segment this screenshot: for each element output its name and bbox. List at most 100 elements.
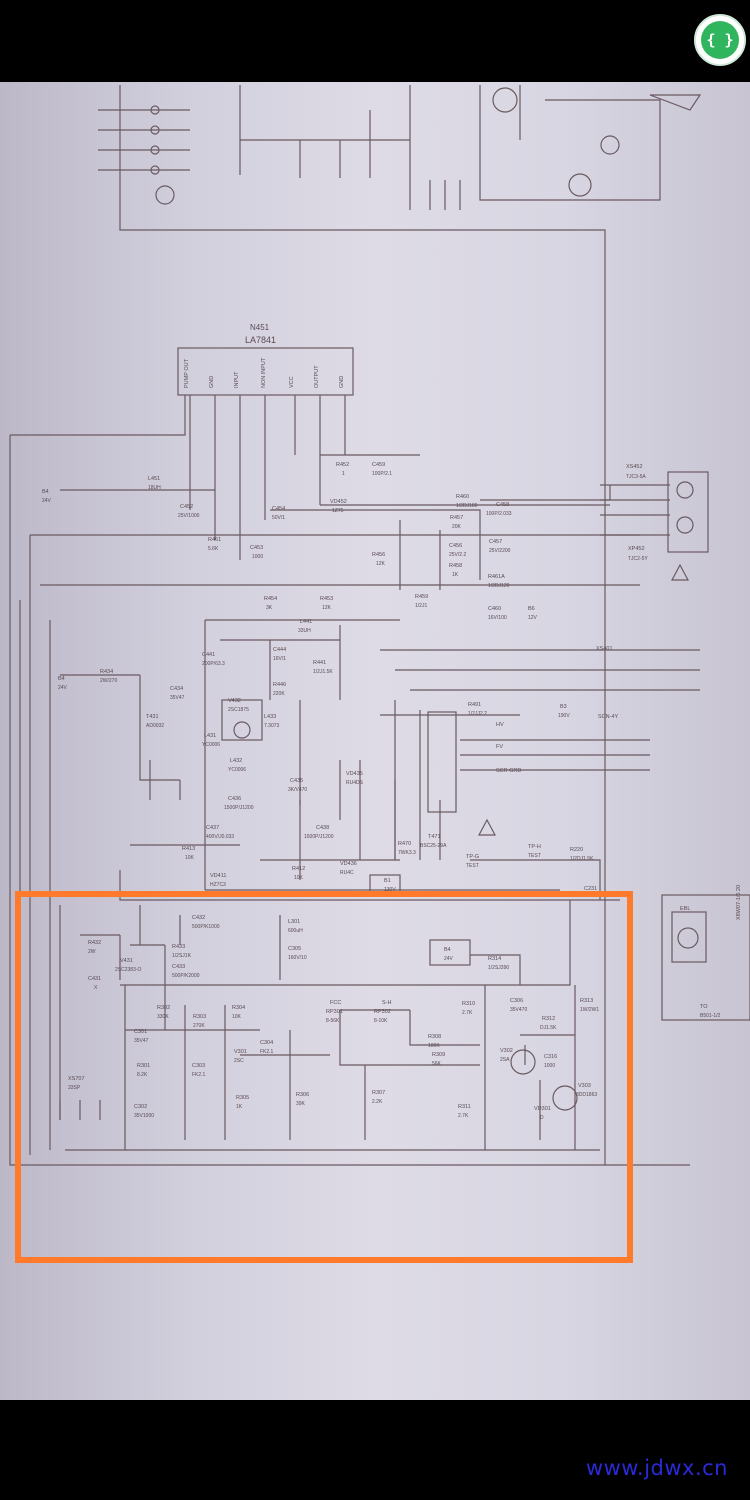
component-label: 50V/1 (272, 515, 285, 521)
component-label: V431 (120, 958, 133, 964)
component-label: R460 (456, 494, 469, 500)
component-label: 20K (452, 524, 462, 530)
component-labels: B424VR4521C459100P/2.1L45118UHC45225V/10… (42, 462, 742, 1121)
component-label: 1/2DJ1.5K (570, 856, 594, 862)
component-label: 1/2J1 (415, 603, 427, 609)
component-label: R304 (232, 1005, 245, 1011)
component-label: R314 (488, 956, 501, 962)
component-label: B4 (444, 947, 451, 953)
component-label: C453 (250, 545, 263, 551)
component-label: L431 (204, 733, 216, 739)
component-label: 3K (266, 605, 273, 611)
component-label: TEST (466, 863, 479, 869)
component-label: 2W (88, 949, 96, 955)
component-label: V432 (228, 698, 241, 704)
component-label: DJ1.5K (540, 1025, 557, 1031)
component-label: 2SC2383-O (115, 967, 142, 973)
component-label: 400V/J0.033 (206, 834, 234, 840)
component-label: 500P/K1000 (192, 924, 220, 930)
component-label: 1W/2W1 (580, 1007, 599, 1013)
component-label: HZ7C3 (210, 882, 226, 888)
warning-triangles (478, 563, 689, 836)
component-label: AD0032 (146, 723, 164, 729)
component-label: 2.2K (372, 1099, 383, 1105)
component-label: B4 (42, 489, 49, 495)
component-label: R305 (236, 1095, 249, 1101)
component-label: C304 (260, 1040, 273, 1046)
component-label: RU4C (340, 870, 354, 876)
component-label: 25V/1000 (178, 513, 200, 519)
component-label: 330K (157, 1014, 169, 1020)
ic-pin-label: NON INPUT (261, 357, 267, 388)
component-label: C444 (273, 647, 286, 653)
component-label: 24V (42, 498, 52, 504)
component-label: HV (496, 722, 504, 728)
component-label: FCC (330, 1000, 341, 1006)
component-label: V301 (234, 1049, 247, 1055)
component-label: C432 (192, 915, 205, 921)
component-label: 35V47 (170, 695, 185, 701)
component-label: R413 (182, 846, 195, 852)
component-label: 12K (322, 605, 332, 611)
component-label: S-H (382, 1000, 392, 1006)
component-label: 2.7K (458, 1113, 469, 1119)
component-label: XS452 (626, 464, 643, 470)
component-label: C459 (372, 462, 385, 468)
ic-pin-label: PUMP OUT (184, 358, 190, 388)
component-label: 1Z75 (332, 508, 344, 514)
component-label: R434 (100, 669, 113, 675)
component-label: R491 (468, 702, 481, 708)
component-label: L432 (230, 758, 242, 764)
component-label: B6 (528, 606, 535, 612)
assistant-fab[interactable]: { } (694, 14, 746, 66)
component-label: R313 (580, 998, 593, 1004)
component-label: 1000 (544, 1063, 555, 1069)
component-label: R303 (193, 1014, 206, 1020)
component-label: 1/2SJ390 (488, 965, 509, 971)
component-label: EBL (680, 906, 690, 912)
code-icon: { } (701, 21, 739, 59)
component-label: 33UH (298, 628, 311, 634)
component-label: 56K (432, 1061, 442, 1067)
component-label: 1/2JJ2.2 (468, 711, 487, 717)
component-label: C458 (496, 502, 509, 508)
component-label: R452 (336, 462, 349, 468)
component-label: 1/2DJ180 (456, 503, 478, 509)
component-label: 1500P/J1200 (224, 805, 254, 811)
component-label: D (540, 1115, 544, 1121)
component-label: C437 (206, 825, 219, 831)
component-label: R306 (296, 1092, 309, 1098)
component-label: R432 (88, 940, 101, 946)
component-label: FK2.1 (192, 1072, 206, 1078)
component-label: TJC3-5A (626, 474, 646, 480)
component-label: C436 (228, 796, 241, 802)
right-partial-component (661, 894, 750, 1021)
component-label: YC0006 (228, 767, 246, 773)
component-label: VD452 (330, 499, 347, 505)
component-label: 12K (376, 561, 386, 567)
component-label: R220 (570, 847, 583, 853)
component-label: 2.7K (462, 1010, 473, 1016)
component-label: 160V/10 (288, 955, 307, 961)
component-label: R454 (264, 596, 277, 602)
component-label: T471 (428, 834, 441, 840)
component-label: 600uH (288, 928, 303, 934)
top-partial-circuit (98, 85, 702, 1165)
component-label: 16V/1 (273, 656, 286, 662)
component-label: R302 (157, 1005, 170, 1011)
component-label: 8.2K (137, 1072, 148, 1078)
component-label: 39K (296, 1101, 306, 1107)
component-label: R441 (313, 660, 326, 666)
component-label: R312 (542, 1016, 555, 1022)
component-label: C435 (290, 778, 303, 784)
component-label: L451 (148, 476, 160, 482)
component-label: C456 (449, 543, 462, 549)
component-label: XP452 (628, 546, 645, 552)
component-label: 35V47 (134, 1038, 149, 1044)
component-label: 25V/2.2 (449, 552, 466, 558)
component-label: 7WK3.3 (398, 850, 416, 856)
component-label: 1500P/J1200 (304, 834, 334, 840)
component-label: 18UH (148, 485, 161, 491)
